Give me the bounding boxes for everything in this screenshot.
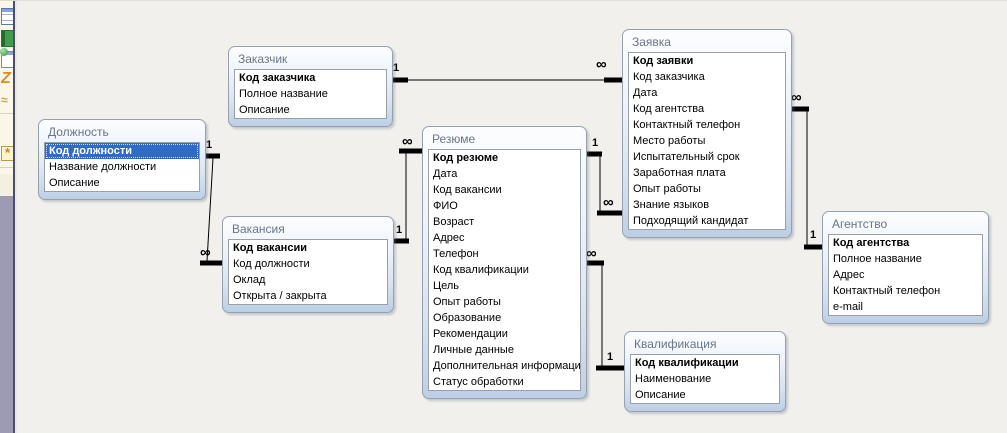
toolbar-separator <box>0 113 13 114</box>
cardinality-label: ∞ <box>586 245 597 262</box>
cardinality-label: 1 <box>592 137 599 149</box>
table-title[interactable]: Резюме <box>432 132 476 146</box>
field-row[interactable]: Наименование <box>635 373 712 385</box>
field-row[interactable]: Код должности <box>233 258 310 270</box>
field-row[interactable]: Опыт работы <box>433 296 501 308</box>
field-row[interactable]: Подходящий кандидат <box>633 215 749 227</box>
field-row[interactable]: Личные данные <box>433 344 514 356</box>
field-row[interactable]: Испытательный срок <box>633 151 740 163</box>
field-row[interactable]: Код квалификации <box>635 357 739 369</box>
cardinality-label: 1 <box>396 224 403 236</box>
field-row[interactable]: Описание <box>239 104 290 116</box>
field-row[interactable]: Контактный телефон <box>633 119 741 131</box>
field-row[interactable]: Дополнительная информация <box>433 360 580 372</box>
toolbar-separator <box>0 167 13 168</box>
cardinality-label: ∞ <box>603 194 614 211</box>
field-row[interactable]: Опыт работы <box>633 183 701 195</box>
table-title[interactable]: Агентство <box>832 217 888 231</box>
cardinality-label: 1 <box>810 229 817 241</box>
field-row[interactable]: Адрес <box>433 232 465 244</box>
window-edge-highlight <box>15 1 17 433</box>
field-row[interactable]: Код должности <box>45 143 199 159</box>
table-title[interactable]: Вакансия <box>232 222 285 236</box>
field-row[interactable]: Код заказчика <box>239 72 316 84</box>
field-row[interactable]: Знание языков <box>633 199 710 211</box>
field-row[interactable]: Возраст <box>433 216 475 228</box>
field-row[interactable]: Открыта / закрыта <box>233 290 327 302</box>
table-title[interactable]: Квалификация <box>634 337 717 351</box>
toolbar-panel-end <box>0 174 13 196</box>
field-row[interactable]: Полное название <box>833 253 922 265</box>
window-edge-divider <box>13 1 15 433</box>
cardinality-label: ∞ <box>200 244 211 261</box>
module-icon[interactable]: ≈ <box>1 93 8 107</box>
field-row[interactable]: Код заявки <box>633 55 694 67</box>
table-title[interactable]: Должность <box>48 125 109 139</box>
field-row[interactable]: Место работы <box>633 135 706 147</box>
field-row[interactable]: ФИО <box>433 200 458 212</box>
field-row[interactable]: Дата <box>633 87 658 99</box>
field-row[interactable]: Код вакансии <box>433 184 502 196</box>
cardinality-label: ∞ <box>596 56 607 73</box>
field-row[interactable]: Код агентства <box>833 237 910 249</box>
field-row[interactable]: Код квалификации <box>433 264 529 276</box>
field-row[interactable]: Адрес <box>833 269 865 281</box>
field-row[interactable]: Описание <box>49 177 100 189</box>
macro-icon[interactable]: Z <box>1 70 11 87</box>
field-row[interactable]: Полное название <box>239 88 328 100</box>
field-row[interactable]: Дата <box>433 168 458 180</box>
field-row[interactable]: e-mail <box>833 301 863 313</box>
cardinality-label: 1 <box>393 62 400 74</box>
field-row[interactable]: Телефон <box>433 248 479 260</box>
field-row[interactable]: Код агентства <box>633 103 705 115</box>
field-row[interactable]: Код вакансии <box>233 242 307 254</box>
field-row[interactable]: Статус обработки <box>433 376 524 388</box>
field-row[interactable]: Код резюме <box>433 152 499 164</box>
field-row[interactable]: Описание <box>635 389 686 401</box>
field-row[interactable]: Контактный телефон <box>833 285 941 297</box>
toolbar-lower-panel <box>0 196 13 433</box>
table-title[interactable]: Заявка <box>632 35 671 49</box>
cardinality-label: 1 <box>206 139 213 151</box>
field-row[interactable]: Образование <box>433 312 502 324</box>
field-row[interactable]: Рекомендации <box>433 328 508 340</box>
form-ball-icon <box>0 48 8 56</box>
field-row[interactable]: Название должности <box>49 161 157 173</box>
cardinality-label: ∞ <box>402 133 413 150</box>
cardinality-label: ∞ <box>791 89 802 106</box>
cardinality-label: 1 <box>607 351 614 363</box>
table-title[interactable]: Заказчик <box>238 52 288 66</box>
objects-toolbar: Z ≈ * <box>0 1 17 433</box>
field-row[interactable]: Оклад <box>233 274 266 286</box>
field-row[interactable]: Цель <box>433 280 460 292</box>
field-row[interactable]: Код заказчика <box>633 71 705 83</box>
field-row[interactable]: Заработная плата <box>633 167 726 179</box>
